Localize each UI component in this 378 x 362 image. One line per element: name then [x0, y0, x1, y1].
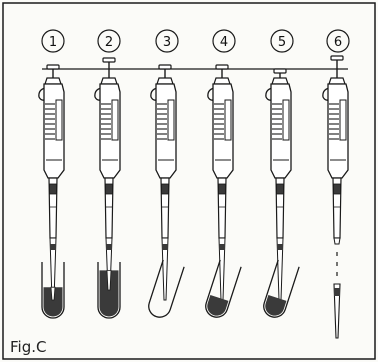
ejector-collar — [219, 184, 226, 194]
step-4-marker: 4 — [213, 30, 235, 52]
pipette-cap — [214, 78, 230, 84]
tip-band — [277, 244, 283, 250]
pipette-body — [156, 84, 176, 178]
ejected-tip-band — [334, 288, 340, 296]
tip-cone — [334, 238, 340, 244]
pipette-cap — [101, 78, 117, 84]
step-5-marker: 5 — [271, 30, 293, 52]
ejector-collar — [106, 184, 113, 194]
step-5-label: 5 — [278, 35, 286, 50]
figure-caption: Fig.C — [10, 338, 46, 356]
pipette-cap — [157, 78, 173, 84]
tip-in-liquid — [51, 287, 55, 300]
tip-band — [162, 244, 168, 250]
pipette-6 — [323, 56, 348, 338]
tip-in-liquid — [107, 270, 111, 290]
tip-band — [106, 244, 112, 250]
pipette-2 — [95, 58, 120, 318]
ejector-collar — [334, 184, 341, 194]
plunger-button — [47, 65, 59, 69]
ejector-collar — [162, 184, 169, 194]
plunger-button — [331, 56, 343, 60]
step-1-marker: 1 — [42, 30, 64, 52]
pipette-cap — [329, 78, 345, 84]
ejector-collar — [50, 184, 57, 194]
pipette-body — [44, 84, 64, 178]
step-6-marker: 6 — [327, 30, 349, 52]
pipette-body — [271, 84, 291, 178]
pipette-3 — [146, 65, 184, 320]
step-1-label: 1 — [49, 35, 57, 50]
pipette-body — [328, 84, 348, 178]
plunger-button — [159, 65, 171, 69]
pipette-cap — [45, 78, 61, 84]
pipette-body — [213, 84, 233, 178]
tip-band — [50, 244, 56, 250]
pipette-1 — [39, 65, 64, 318]
step-2-label: 2 — [105, 35, 113, 50]
plunger-button — [274, 69, 286, 73]
pipette-body — [100, 84, 120, 178]
pipette-cap — [272, 78, 288, 84]
step-2-marker: 2 — [98, 30, 120, 52]
plunger-button — [216, 65, 228, 69]
step-3-label: 3 — [163, 35, 171, 50]
step-6-label: 6 — [334, 35, 342, 50]
pipettes-group — [39, 56, 348, 338]
ejector-collar — [277, 184, 284, 194]
step-3-marker: 3 — [156, 30, 178, 52]
pipette-4 — [203, 65, 241, 320]
step-4-label: 4 — [220, 35, 228, 50]
tip-band — [219, 244, 225, 250]
pipette-5 — [261, 69, 299, 320]
plunger-button — [103, 58, 115, 62]
